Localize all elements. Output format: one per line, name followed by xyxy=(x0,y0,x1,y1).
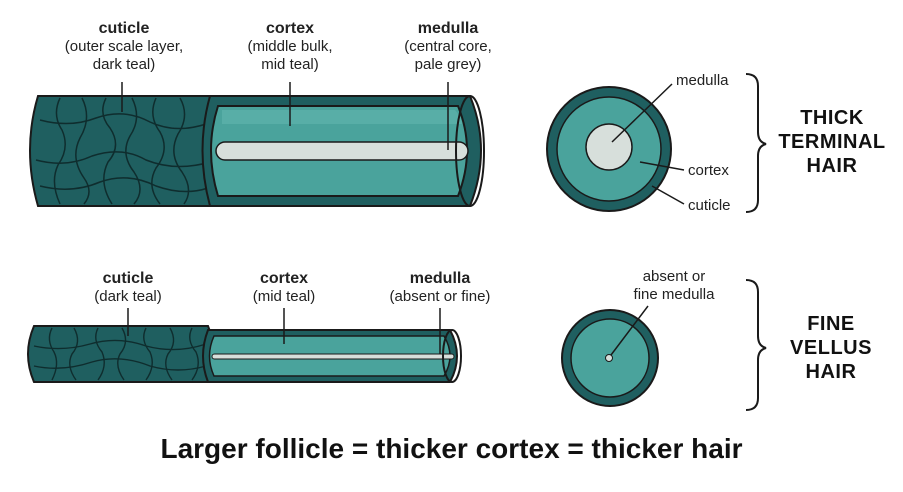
fine-cs-medulla-label: absent or fine medulla xyxy=(616,268,732,304)
fine-cuticle-label: cuticle (dark teal) xyxy=(70,270,186,306)
fine-cortex-label: cortex (mid teal) xyxy=(230,270,338,306)
summary-caption: Larger follicle = thicker cortex = thick… xyxy=(160,433,743,464)
fine-vellus-hair-label: FINE VELLUS HAIR xyxy=(776,312,886,384)
thick-cuticle-label: cuticle (outer scale layer, dark teal) xyxy=(44,20,204,74)
fine-leader-lines xyxy=(127,308,441,354)
thick-cuticle-desc-1: (outer scale layer, xyxy=(64,38,184,55)
fine-hair-shaft xyxy=(27,325,462,383)
thick-cuticle-desc-2: dark teal) xyxy=(92,56,156,73)
thick-medulla xyxy=(215,141,469,161)
thick-end-cap xyxy=(455,95,485,207)
fine-cuticle-body xyxy=(27,325,215,383)
fine-side-line-2: VELLUS xyxy=(790,337,872,359)
fine-side-line-3: HAIR xyxy=(805,361,857,383)
fine-cs-medulla-line-2: fine medulla xyxy=(633,286,715,303)
thick-hair-shaft xyxy=(29,95,485,207)
thick-medulla-desc-2: pale grey) xyxy=(414,56,482,73)
thick-cross-section xyxy=(546,83,685,212)
thick-cs-medulla-label: medulla xyxy=(676,72,729,89)
fine-cortex-title: cortex xyxy=(259,270,309,287)
fine-medulla-desc-1: (absent or fine) xyxy=(389,288,491,305)
fine-side-line-1: FINE xyxy=(807,313,855,335)
thick-cuticle-scales xyxy=(35,97,211,205)
fine-medulla-label: medulla (absent or fine) xyxy=(370,270,510,306)
fine-end-cap xyxy=(442,329,462,383)
thick-cuticle-title: cuticle xyxy=(98,20,150,37)
thick-side-line-2: TERMINAL xyxy=(778,131,886,153)
thick-medulla-title: medulla xyxy=(417,20,479,37)
fine-cs-medulla-line-1: absent or xyxy=(642,268,706,285)
thick-leader-lines xyxy=(121,82,449,150)
thick-terminal-hair-label: THICK TERMINAL HAIR xyxy=(770,106,894,178)
thick-cortex-desc-1: (middle bulk, xyxy=(247,38,333,55)
thick-medulla-label: medulla (central core, pale grey) xyxy=(384,20,512,74)
fine-cortex-desc-1: (mid teal) xyxy=(252,288,316,305)
thick-cs-medulla xyxy=(585,123,633,171)
fine-cs-medulla xyxy=(605,354,613,362)
thick-cortex-desc-2: mid teal) xyxy=(261,56,319,73)
fine-bracket xyxy=(745,279,767,411)
fine-medulla xyxy=(211,353,455,360)
thick-cortex-label: cortex (middle bulk, mid teal) xyxy=(226,20,354,74)
thick-cs-cortex-label: cortex xyxy=(688,162,729,179)
fine-cuticle-title: cuticle xyxy=(102,270,154,287)
fine-cross-section xyxy=(561,305,659,407)
fine-medulla-title: medulla xyxy=(409,270,471,287)
thick-medulla-desc-1: (central core, xyxy=(404,38,492,55)
thick-cortex-highlight xyxy=(222,110,462,124)
thick-bracket xyxy=(745,73,767,213)
fine-cuticle-desc-1: (dark teal) xyxy=(94,288,162,305)
thick-side-line-3: HAIR xyxy=(806,155,858,177)
thick-cs-cuticle-label: cuticle xyxy=(688,197,731,214)
fine-cuticle-scales xyxy=(33,327,207,381)
thick-cortex-title: cortex xyxy=(265,20,315,37)
thick-side-line-1: THICK xyxy=(800,107,864,129)
